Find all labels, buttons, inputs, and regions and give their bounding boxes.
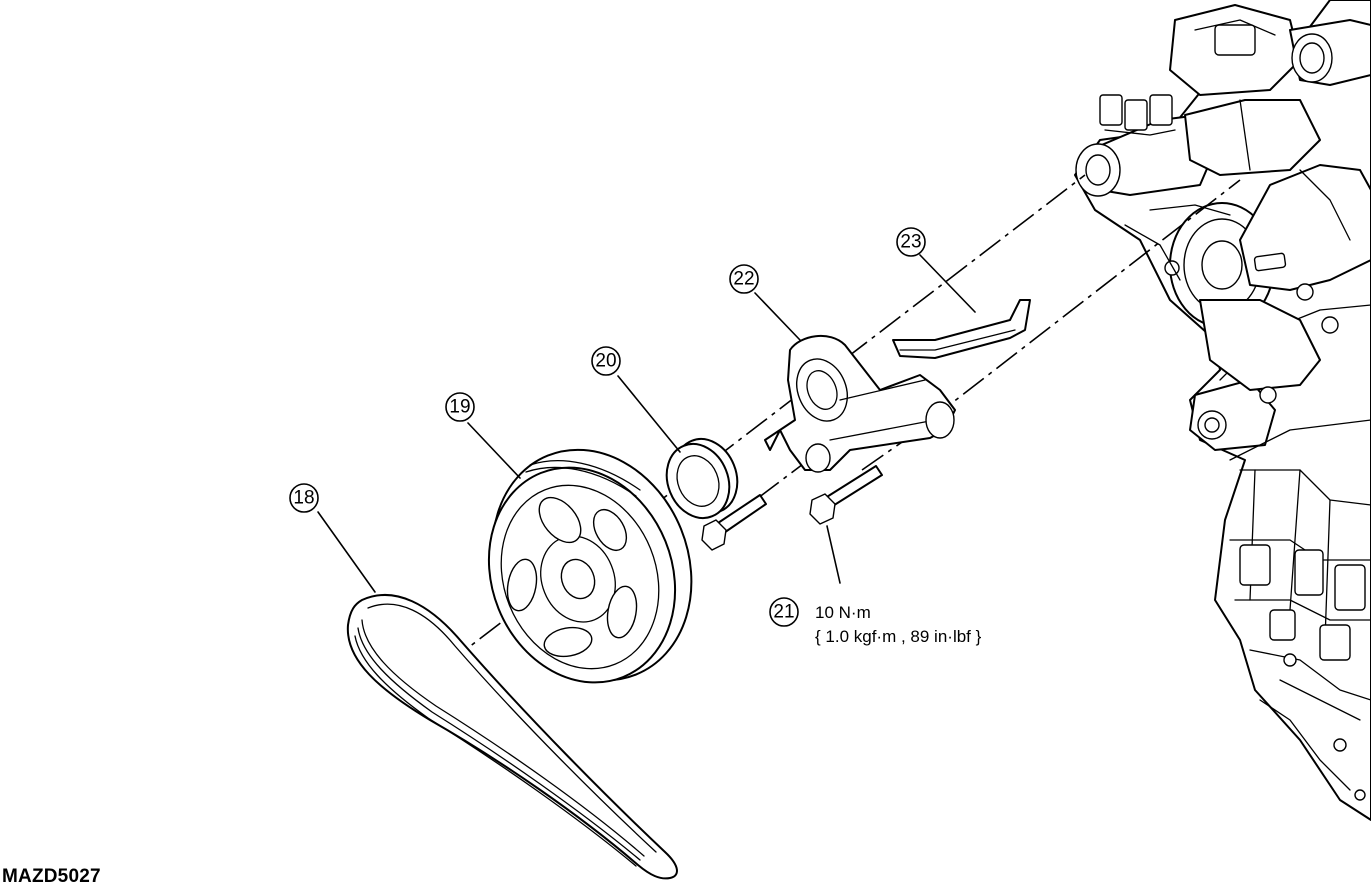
callout-19-label: 19 (449, 397, 470, 418)
callout-20-label: 20 (595, 351, 616, 372)
callout-21: 21 (769, 597, 799, 627)
figure-code: MAZD5027 (2, 866, 101, 887)
callout-18-label: 18 (293, 488, 314, 509)
callout-22: 22 (729, 264, 759, 294)
bracket-bolts (701, 465, 883, 551)
drive-belt (346, 594, 678, 880)
callout-22-label: 22 (733, 269, 754, 290)
crankshaft-pulley (487, 448, 693, 684)
seal-ring (665, 438, 739, 519)
hose-clip (892, 299, 1031, 359)
callout-21-label: 21 (773, 602, 794, 623)
callout-23: 23 (896, 227, 926, 257)
torque-value: 10 N·m (815, 603, 871, 622)
idler-bracket (764, 334, 956, 473)
callout-23-label: 23 (900, 232, 921, 253)
leader-lines (317, 254, 976, 593)
callout-19: 19 (445, 392, 475, 422)
torque-alt-units: { 1.0 kgf·m , 89 in·lbf } (815, 627, 982, 646)
callout-18: 18 (289, 483, 319, 513)
engine-assembly (1074, 0, 1371, 821)
callout-20: 20 (591, 346, 621, 376)
